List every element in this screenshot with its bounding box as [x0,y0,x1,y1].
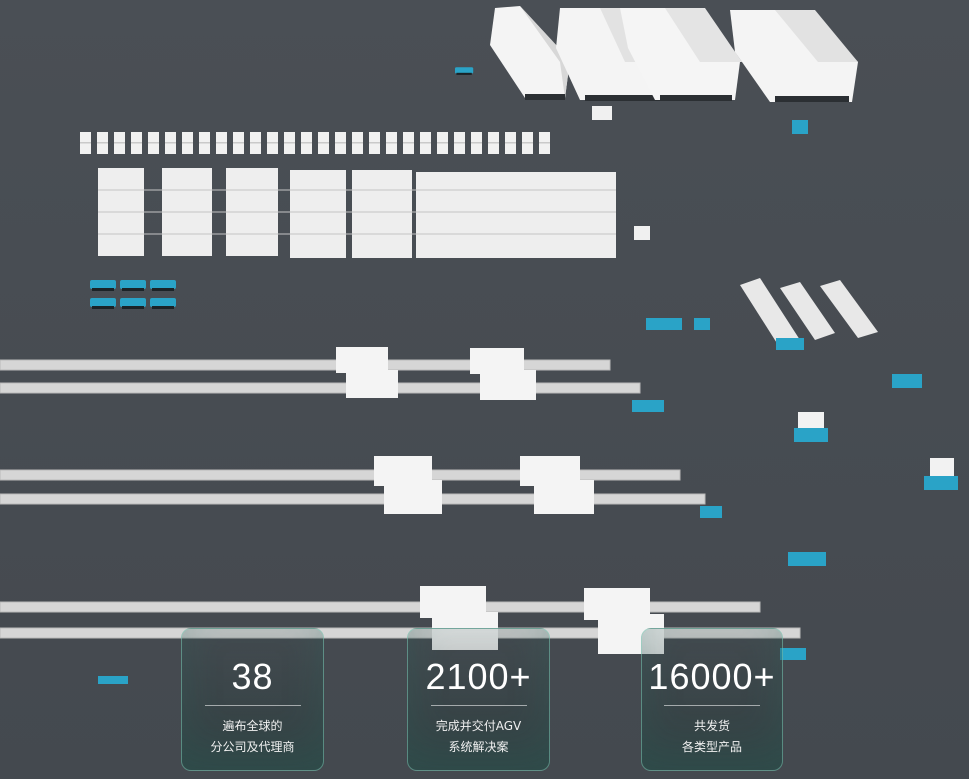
stat-card-agv-solutions: 2100+ 完成并交付AGV 系统解决案 [407,628,550,771]
rack-blocks [98,168,616,258]
storage-racks [80,132,616,309]
divider [664,705,760,706]
divider [204,705,301,706]
stat-label-line1: 完成并交付AGV [435,719,522,733]
stat-card-offices: 38 遍布全球的 分公司及代理商 [181,628,324,771]
truck-4 [730,10,858,102]
right-area [634,226,958,566]
stat-label-line1: 遍布全球的 [222,719,283,733]
stat-label-line2: 分公司及代理商 [210,740,295,754]
stat-label-line2: 各类型产品 [681,740,742,754]
stat-label-line2: 系统解决案 [448,740,509,754]
trucks [455,6,858,134]
divider [430,705,527,706]
truck-3 [620,8,742,101]
stat-number: 2100+ [425,656,532,697]
stat-label-line1: 共发货 [693,719,730,733]
stat-card-products: 16000+ 共发货 各类型产品 [641,628,783,771]
stat-number: 38 [231,656,274,697]
conveyor-lines [0,347,806,684]
stat-number: 16000+ [648,656,776,697]
